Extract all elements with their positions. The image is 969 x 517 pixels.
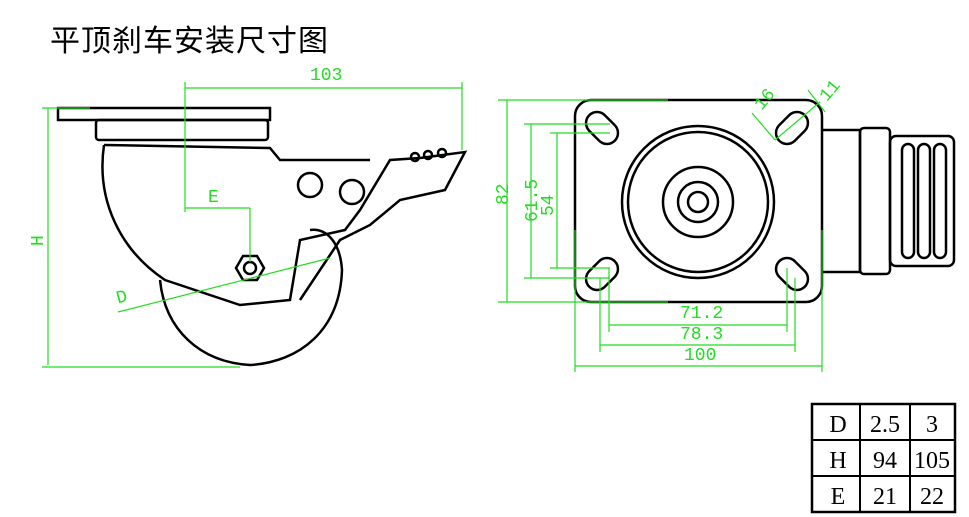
table-label-h: H [829, 448, 846, 474]
swivel-plate [94, 118, 270, 142]
table-cell: 105 [914, 448, 950, 474]
slot [584, 110, 620, 146]
top-plate [56, 106, 272, 122]
dim-plate-width: 100 [684, 346, 716, 366]
dim-hole-v2: 54 [539, 194, 559, 216]
dim-slot-width: 11 [816, 77, 845, 106]
side-view: 103 H E D [29, 66, 468, 368]
slot [584, 256, 620, 292]
dim-slot-len: 16 [751, 85, 780, 114]
dim-offset: E [208, 188, 219, 208]
dim-hole-v1: 61.5 [523, 179, 543, 222]
brake-block [858, 126, 892, 276]
table-cell: 3 [926, 412, 938, 438]
wheel [158, 228, 344, 367]
slot [774, 256, 810, 292]
dim-diameter: D [114, 287, 130, 309]
dim-plate-depth: 82 [494, 183, 514, 205]
drawing-title: 平顶刹车安装尺寸图 [50, 24, 329, 59]
table-label-e: E [831, 484, 846, 510]
brake-pedal [888, 134, 956, 268]
dim-hole-h2: 78.3 [680, 325, 723, 345]
table-cell: 21 [873, 484, 897, 510]
fork-body [101, 144, 468, 307]
pivot-hole [296, 171, 324, 199]
dim-height: H [29, 235, 49, 246]
table-cell: 22 [920, 484, 944, 510]
table-label-d: D [829, 412, 846, 438]
dim-width: 103 [310, 66, 342, 86]
front-view: 82 61.5 54 71.2 78.3 100 16 11 [494, 77, 956, 372]
brake-pivot [338, 178, 366, 206]
size-table: D 2.5 3 H 94 105 E 21 22 [810, 402, 957, 514]
table-cell: 2.5 [870, 412, 900, 438]
dim-hole-h1: 71.2 [680, 304, 723, 324]
mount-plate [573, 98, 824, 304]
table-cell: 94 [873, 448, 897, 474]
